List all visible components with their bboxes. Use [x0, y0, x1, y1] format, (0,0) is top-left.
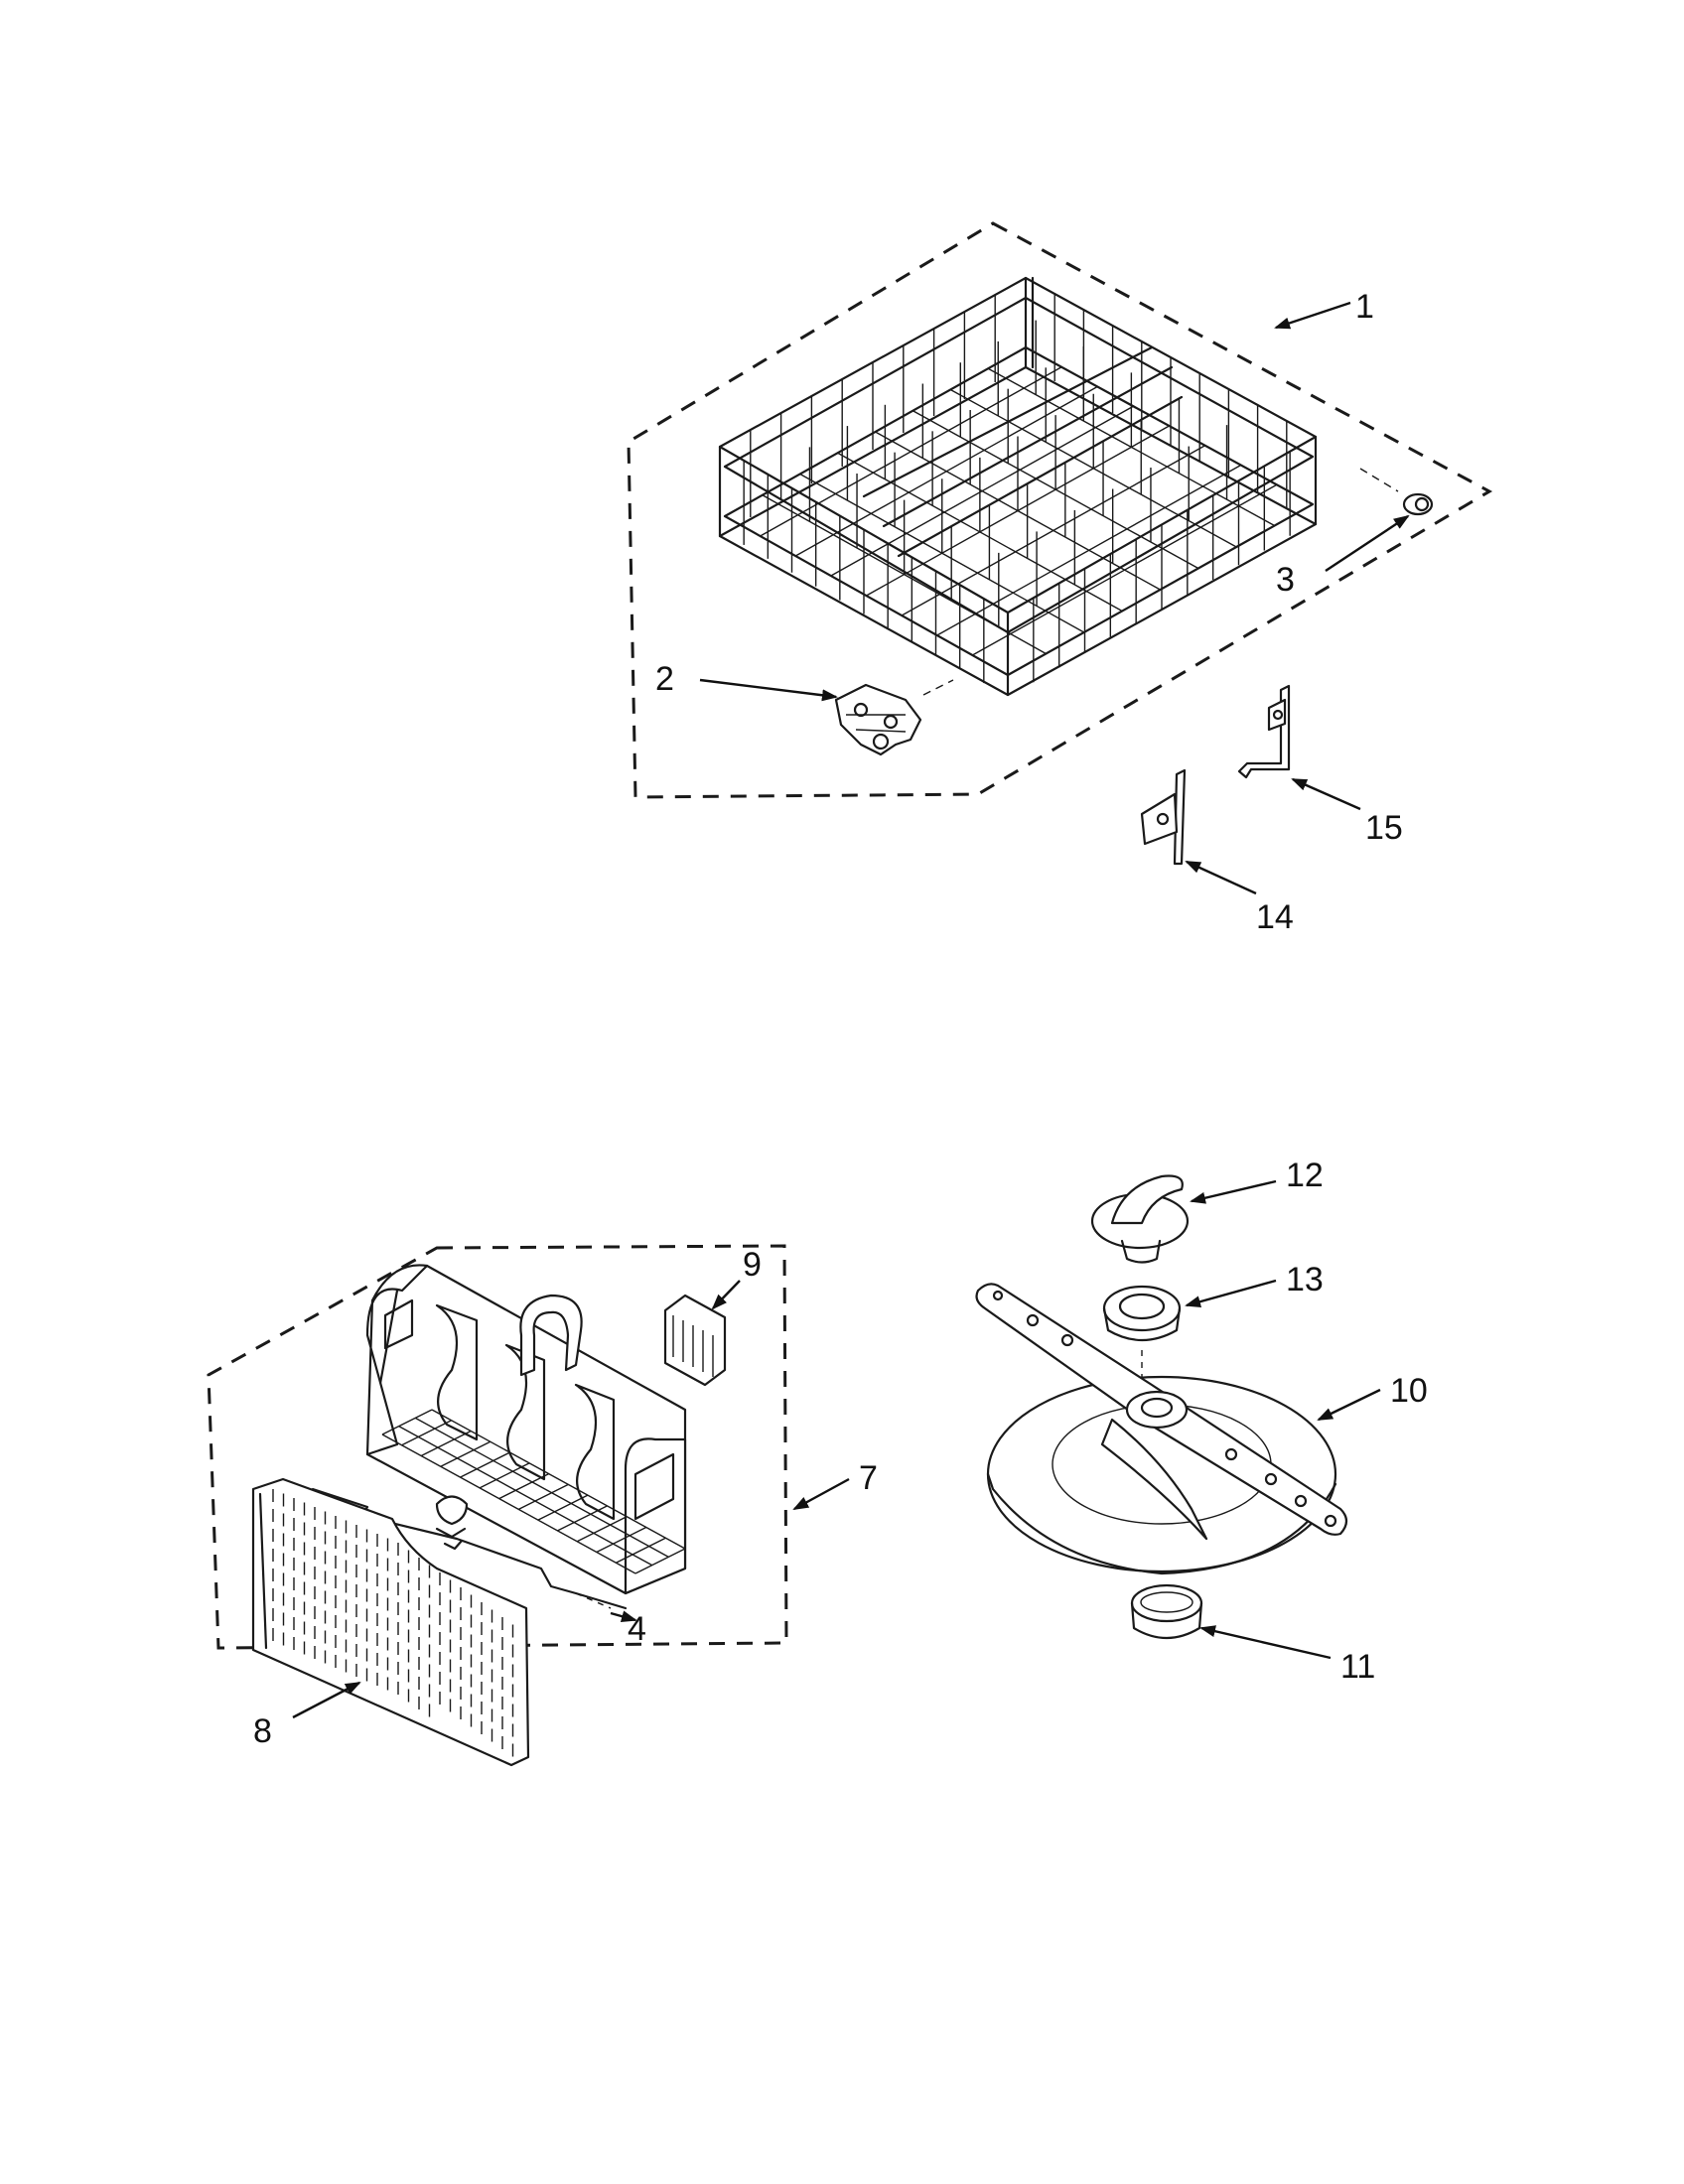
rack-roller[interactable]: [1402, 492, 1434, 516]
lower-dish-rack[interactable]: [718, 276, 1318, 697]
leader-12: [1190, 1179, 1277, 1204]
leader-8: [292, 1681, 361, 1719]
silverware-basket-group: [207, 1244, 788, 1767]
basket-insert[interactable]: [663, 1294, 727, 1387]
leader-9: [711, 1280, 741, 1310]
rack-group-boundary: [627, 221, 1493, 799]
rack-wires: [743, 294, 1291, 684]
right-rack-clip[interactable]: [1237, 684, 1291, 779]
leader-11: [1199, 1625, 1332, 1660]
rack-group: [627, 221, 1493, 866]
seal-ring[interactable]: [1102, 1285, 1182, 1341]
cover-grid: [272, 1489, 514, 1757]
callout-8: 8: [253, 1712, 272, 1750]
leader-1: [1274, 301, 1351, 330]
callout-3: 3: [1276, 561, 1295, 599]
leader-15: [1291, 777, 1361, 811]
leader-2: [699, 678, 838, 702]
callout-4: 4: [628, 1610, 646, 1648]
callout-numbers: 1 2 3 4 7 8 9 10 11 12 13 14 15: [253, 288, 1428, 1750]
rack-center-divider: [862, 345, 1184, 558]
spray-arm-hub-cap[interactable]: [1090, 1174, 1190, 1264]
left-rack-clip[interactable]: [1140, 768, 1187, 866]
callout-10: 10: [1390, 1372, 1428, 1410]
leader-14: [1185, 860, 1257, 895]
rack-top-rim-inner: [723, 296, 1315, 634]
callout-15: 15: [1365, 809, 1403, 847]
callout-14: 14: [1256, 898, 1294, 936]
callout-1: 1: [1355, 288, 1374, 326]
rack-floor-grid: [760, 366, 1278, 656]
callout-2: 2: [655, 660, 674, 698]
callout-12: 12: [1286, 1157, 1324, 1194]
leader-10: [1317, 1388, 1381, 1422]
bearing-ring[interactable]: [1130, 1583, 1203, 1639]
callout-7: 7: [859, 1459, 878, 1497]
silverware-basket-cover[interactable]: [251, 1477, 530, 1767]
leader-3: [1325, 514, 1410, 573]
leader-7: [792, 1477, 850, 1511]
callout-11: 11: [1340, 1648, 1375, 1686]
rack-wheel-bracket[interactable]: [834, 683, 922, 756]
callout-13: 13: [1286, 1261, 1324, 1298]
spray-arm-group: [975, 1174, 1348, 1639]
lower-spray-arm-assembly[interactable]: [975, 1283, 1348, 1575]
callout-9: 9: [743, 1246, 762, 1284]
basket-floor-grid: [381, 1409, 686, 1574]
rack-bottom-rim-inner: [723, 345, 1315, 677]
silverware-basket[interactable]: [365, 1264, 687, 1595]
callout-leaders: [292, 301, 1410, 1719]
leader-4: [610, 1610, 637, 1623]
leader-13: [1185, 1279, 1277, 1308]
